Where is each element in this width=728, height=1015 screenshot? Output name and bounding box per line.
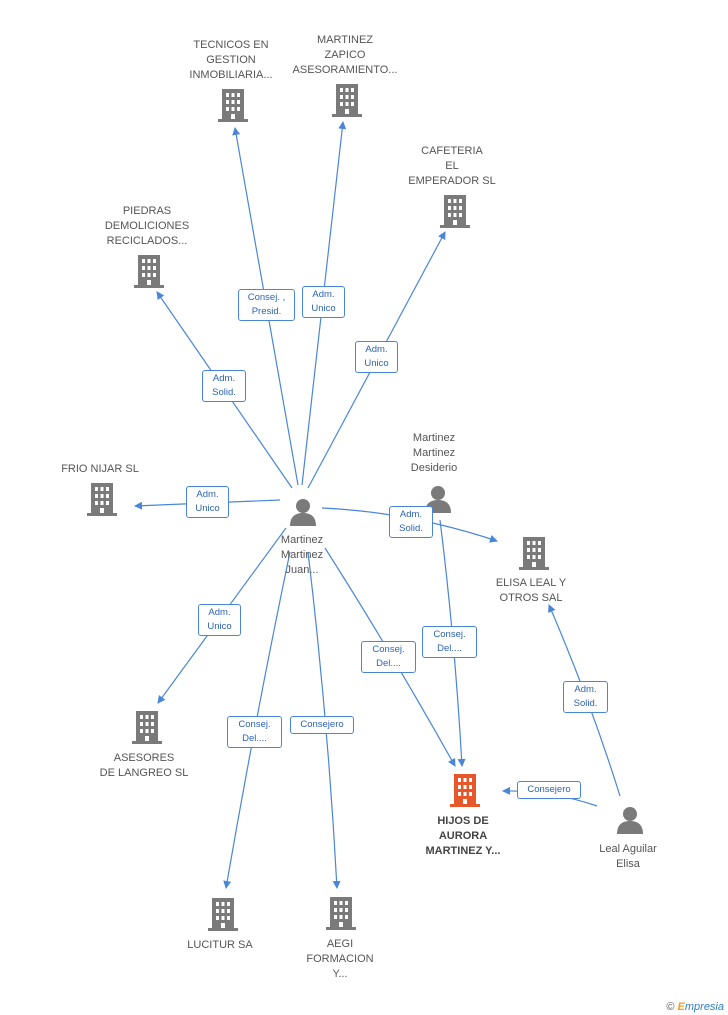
- company-building-icon-piedras[interactable]: [134, 255, 164, 288]
- person-icon-leal-aguilar[interactable]: [617, 807, 643, 834]
- company-building-icon-cafeteria[interactable]: [440, 195, 470, 228]
- edge-label-juan-aegi: Consejero: [290, 716, 354, 734]
- edge-label-juan-elisa: Adm. Solid.: [389, 506, 433, 538]
- node-label-aegi[interactable]: AEGI FORMACION Y...: [306, 938, 374, 980]
- edge-label-leal-hijos: Consejero: [517, 781, 581, 799]
- edge-label-juan-asesores: Adm. Unico: [198, 604, 241, 636]
- edge-label-juan-frio: Adm. Unico: [186, 486, 229, 518]
- edge-label-juan-piedras: Adm. Solid.: [202, 370, 246, 402]
- brand-logo-text: mpresia: [684, 1001, 724, 1013]
- company-building-icon-aegi[interactable]: [326, 897, 356, 930]
- node-label-cafeteria[interactable]: CAFETERIA EL EMPERADOR SL: [408, 145, 496, 187]
- brand-footer[interactable]: © Empresia: [666, 1001, 724, 1013]
- node-label-tecnicos[interactable]: TECNICOS EN GESTION INMOBILIARIA...: [189, 39, 273, 81]
- edge-label-juan-hijos: Consej. Del....: [361, 641, 416, 673]
- node-label-asesores[interactable]: ASESORES DE LANGREO SL: [99, 752, 189, 779]
- node-label-zapico[interactable]: MARTINEZ ZAPICO ASESORAMIENTO...: [292, 34, 398, 76]
- node-label-frio[interactable]: FRIO NIJAR SL: [61, 463, 139, 475]
- node-label-leal-aguilar[interactable]: Leal Aguilar Elisa: [599, 843, 657, 870]
- edge-label-juan-cafeteria: Adm. Unico: [355, 341, 398, 373]
- company-building-icon-elisa-leal[interactable]: [519, 537, 549, 570]
- node-label-juan[interactable]: Martinez Martinez Juan...: [280, 534, 324, 576]
- company-building-icon-hijos[interactable]: [450, 774, 480, 807]
- copyright-symbol: ©: [666, 1001, 675, 1013]
- company-building-icon-zapico[interactable]: [332, 84, 362, 117]
- edge-label-leal-elisa: Adm. Solid.: [563, 681, 608, 713]
- company-building-icon-asesores[interactable]: [132, 711, 162, 744]
- company-building-icon-tecnicos[interactable]: [218, 89, 248, 122]
- company-building-icon-lucitur[interactable]: [208, 898, 238, 931]
- node-label-hijos[interactable]: HIJOS DE AURORA MARTINEZ Y...: [425, 815, 501, 857]
- node-label-lucitur[interactable]: LUCITUR SA: [187, 939, 253, 951]
- company-building-icon-frio[interactable]: [87, 483, 117, 516]
- node-label-piedras[interactable]: PIEDRAS DEMOLICIONES RECICLADOS...: [104, 205, 190, 247]
- edge-label-juan-zapico: Adm. Unico: [302, 286, 345, 318]
- person-icon-juan[interactable]: [290, 499, 316, 526]
- edge-label-juan-tecnicos: Consej. , Presid.: [238, 289, 295, 321]
- edge-label-desiderio-hijos: Consej. Del....: [422, 626, 477, 658]
- node-label-desiderio[interactable]: Martinez Martinez Desiderio: [410, 432, 458, 474]
- edge-label-juan-lucitur: Consej. Del....: [227, 716, 282, 748]
- node-label-elisa-leal[interactable]: ELISA LEAL Y OTROS SAL: [495, 577, 567, 604]
- brand-logo-initial: E: [677, 1001, 685, 1013]
